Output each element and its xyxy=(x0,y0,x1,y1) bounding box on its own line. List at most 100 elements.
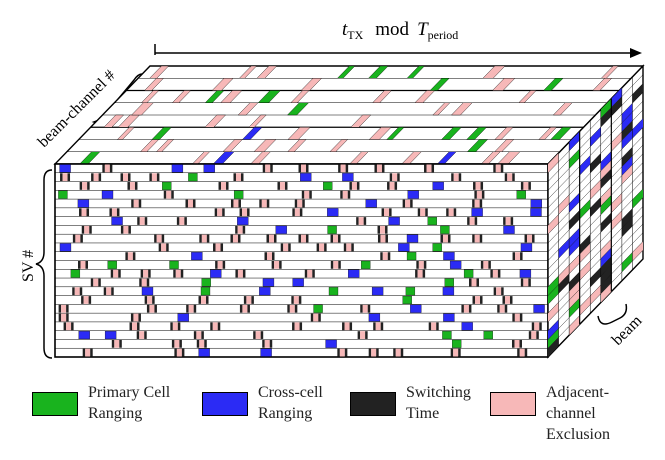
legend-cross-line1: Cross-cell xyxy=(258,384,323,401)
switch-slot xyxy=(340,190,343,199)
adjacent-slot xyxy=(300,234,306,243)
cross-slot xyxy=(259,287,271,296)
legend-adjacent-line1: Adjacent- xyxy=(546,384,610,401)
adjacent-slot xyxy=(75,234,81,243)
top-slot xyxy=(592,78,613,91)
switch-slot xyxy=(298,296,302,304)
switch-slot xyxy=(509,296,513,304)
side-slot xyxy=(632,188,643,209)
side-slot xyxy=(621,164,633,185)
adjacent-slot xyxy=(266,252,272,260)
adjacent-slot xyxy=(351,182,357,190)
switch-slot xyxy=(271,261,275,269)
switch-slot xyxy=(520,182,524,190)
top-slot xyxy=(287,139,307,152)
beam-brace xyxy=(597,303,628,325)
switch-slot xyxy=(90,278,94,287)
switch-slot xyxy=(77,261,81,269)
side-slot xyxy=(621,129,633,150)
primary-slot xyxy=(201,278,211,287)
top-slot xyxy=(131,102,154,116)
cross-slot xyxy=(300,173,312,182)
switch-slot xyxy=(138,199,142,208)
adjacent-slot xyxy=(389,182,395,190)
switch-slot xyxy=(519,313,523,322)
cross-slot xyxy=(471,208,483,217)
adjacent-slot xyxy=(384,208,390,217)
switch-slot xyxy=(425,208,428,217)
schedule-box xyxy=(53,64,645,359)
switch-slot xyxy=(196,339,200,348)
side-slot xyxy=(632,241,643,262)
switch-slot xyxy=(217,322,221,331)
switch-slot xyxy=(312,269,315,278)
switch-slot xyxy=(480,296,483,304)
top-slot xyxy=(144,78,164,91)
top-slot xyxy=(482,65,506,79)
switch-slot xyxy=(446,208,449,217)
top-slot xyxy=(211,78,234,91)
switch-slot xyxy=(520,252,523,260)
switch-slot xyxy=(377,234,381,243)
switch-slot xyxy=(116,208,120,217)
primary-slot xyxy=(442,331,452,340)
adjacent-slot xyxy=(166,190,172,199)
switch-slot xyxy=(128,225,131,234)
switch-slot xyxy=(226,182,229,190)
side-slot xyxy=(548,214,559,235)
side-row-line xyxy=(547,179,644,279)
side-slot xyxy=(600,239,612,259)
side-slot xyxy=(569,271,580,292)
adjacent-slot xyxy=(196,331,202,339)
switch-slot xyxy=(393,348,396,357)
legend-adjacent-line3: Exclusion xyxy=(546,426,610,443)
switch-slot xyxy=(238,199,241,208)
switch-slot xyxy=(519,339,522,348)
side-slot xyxy=(600,282,612,303)
side-row-line xyxy=(547,241,644,340)
side-row-line xyxy=(547,127,644,226)
top-slot xyxy=(466,139,489,152)
switch-slot xyxy=(365,331,368,339)
adjacent-slot xyxy=(523,182,529,190)
cross-slot xyxy=(371,287,384,296)
adjacent-slot xyxy=(264,339,270,348)
adjacent-slot xyxy=(85,348,91,357)
switch-slot xyxy=(292,208,295,217)
adjacent-slot xyxy=(217,261,223,269)
side-slot xyxy=(621,147,633,167)
top-slot xyxy=(220,90,243,103)
switch-slot xyxy=(472,296,476,304)
switch-slot xyxy=(294,199,298,208)
adjacent-slot xyxy=(106,287,112,296)
adjacent-slot xyxy=(221,182,227,190)
primary-slot xyxy=(483,331,493,340)
adjacent-slot xyxy=(113,269,119,278)
adjacent-slot xyxy=(111,208,117,217)
switch-slot xyxy=(461,304,464,313)
switch-slot xyxy=(291,296,294,304)
switch-slot xyxy=(377,225,381,234)
adjacent-slot xyxy=(81,208,87,217)
side-slot xyxy=(621,155,633,176)
switch-slot xyxy=(497,269,501,278)
switch-slot xyxy=(222,261,226,269)
switch-slot xyxy=(260,331,264,339)
legend-cross-line2: Ranging xyxy=(258,405,313,422)
adjacent-slot xyxy=(199,339,205,348)
cross-slot xyxy=(203,164,215,173)
switch-slot xyxy=(468,304,472,313)
switch-slot xyxy=(72,287,75,296)
switch-slot xyxy=(144,217,148,225)
adjacent-slot xyxy=(179,217,185,225)
side-slot xyxy=(569,236,580,257)
switch-slot xyxy=(397,173,400,182)
adjacent-slot xyxy=(212,322,218,331)
adjacent-slot xyxy=(188,304,194,313)
cross-slot xyxy=(59,164,71,173)
adjacent-slot xyxy=(149,304,155,313)
switch-slot xyxy=(493,287,497,296)
side-slot xyxy=(569,227,580,248)
switch-slot xyxy=(110,269,114,278)
